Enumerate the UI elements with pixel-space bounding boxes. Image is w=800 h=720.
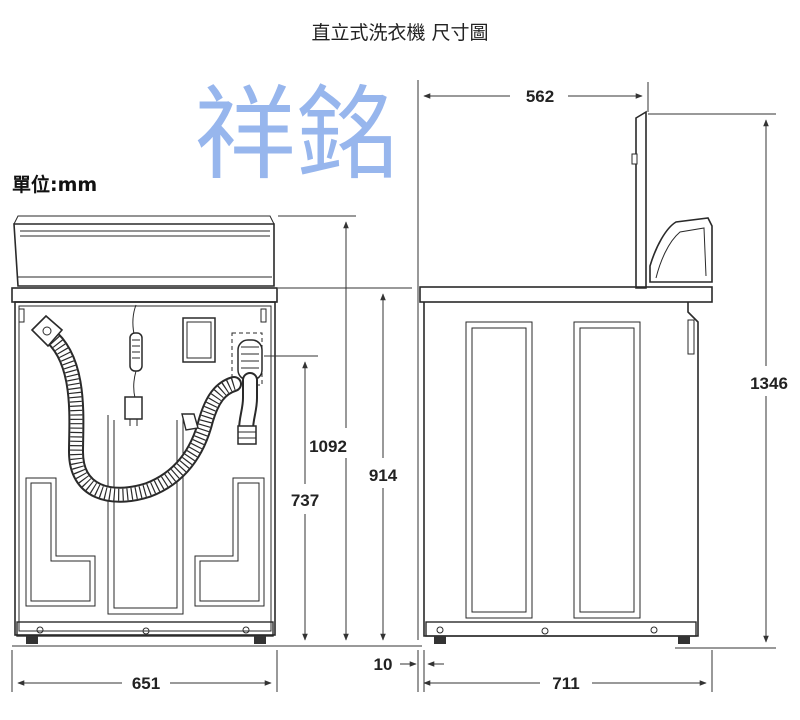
dimension-foot-offset: 10 — [374, 650, 444, 692]
dimension-height-cabinet: 914 — [278, 287, 412, 641]
washer-rear-view — [11, 215, 278, 644]
washer-side-view — [419, 110, 713, 644]
dimension-lid-open-depth: 562 — [417, 80, 649, 640]
dimension-label-1092: 1092 — [309, 437, 347, 456]
dimension-label-737: 737 — [291, 491, 319, 510]
dimension-label-562: 562 — [526, 87, 554, 106]
page-title: 直立式洗衣機 尺寸圖 — [311, 22, 488, 44]
dimension-label-711: 711 — [552, 674, 579, 693]
dimension-label-10: 10 — [374, 655, 393, 674]
dimension-depth-side: 711 — [417, 650, 713, 693]
dimension-label-914: 914 — [369, 466, 398, 485]
dimension-height-hose: 737 — [264, 355, 319, 641]
dimension-height-total-open: 1346 — [648, 113, 788, 643]
watermark-logo: 祥銘 — [194, 76, 398, 195]
dimension-label-651: 651 — [132, 674, 160, 693]
unit-label: 單位:mm — [12, 173, 97, 196]
dimension-width-front: 651 — [11, 650, 278, 693]
dimension-height-lid-closed: 1092 — [278, 215, 356, 641]
dimension-label-1346: 1346 — [750, 374, 788, 393]
